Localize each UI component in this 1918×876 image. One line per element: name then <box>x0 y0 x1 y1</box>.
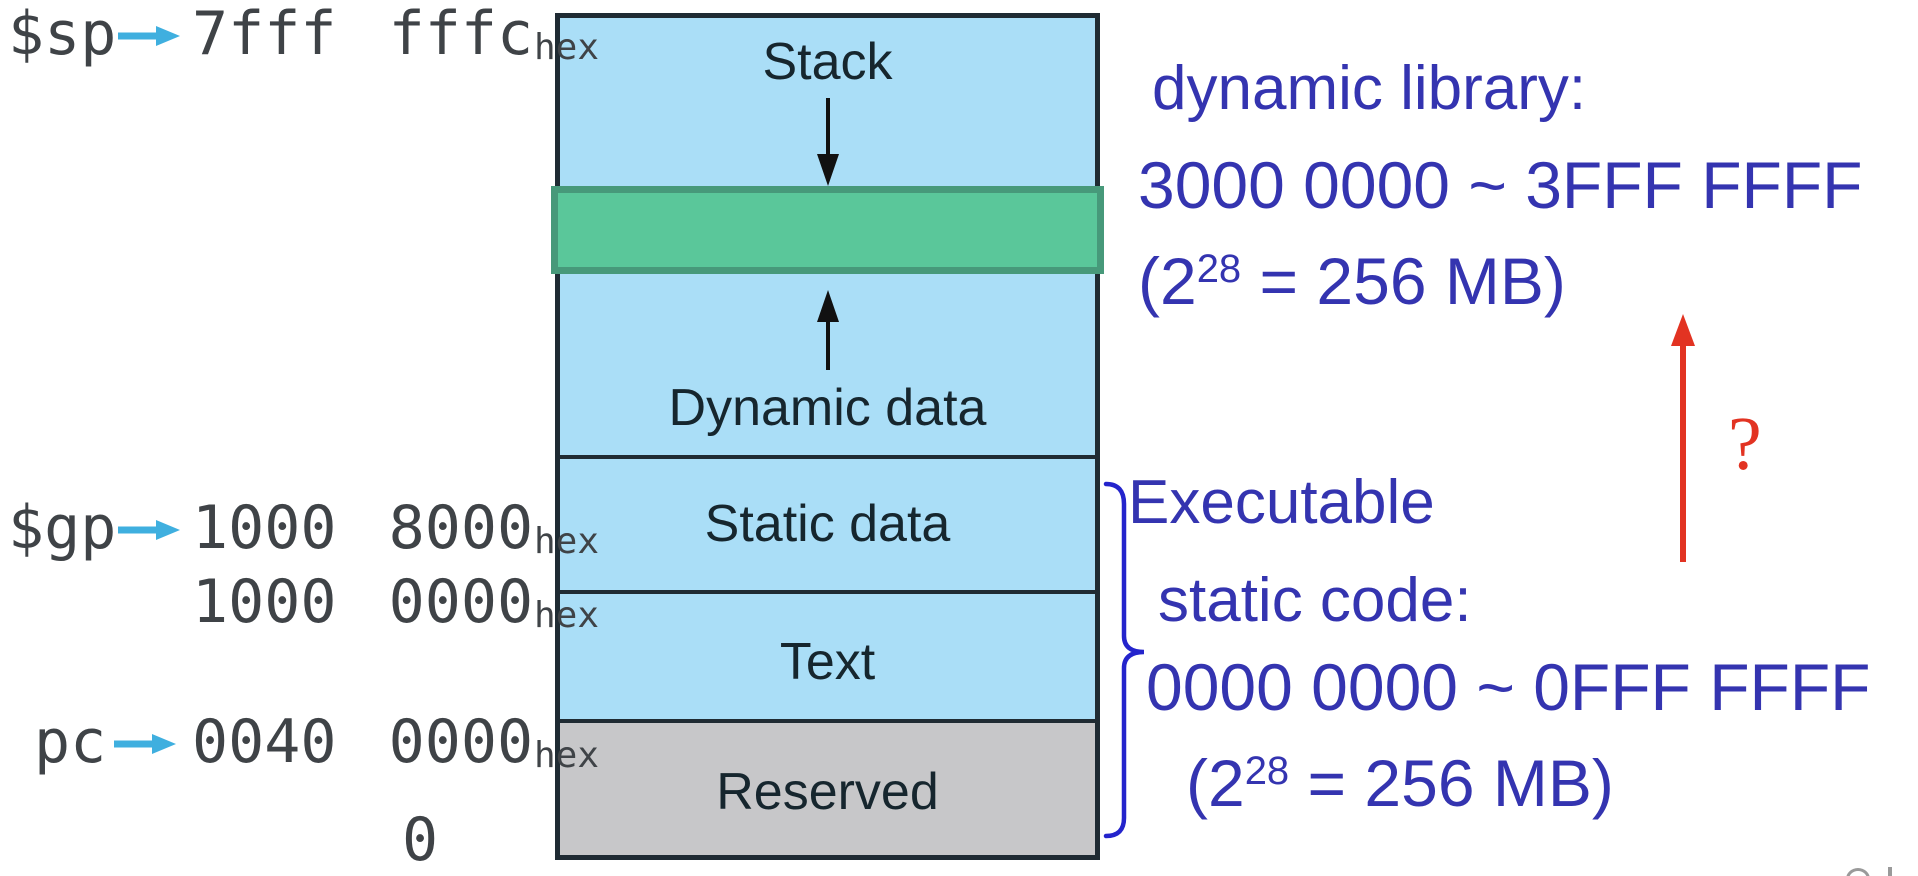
dynamic-library-size-exponent: 28 <box>1196 247 1242 291</box>
segment-label-stack: Stack <box>762 33 893 91</box>
question-mark: ? <box>1728 402 1762 486</box>
address-data-base-subscript: hex <box>534 595 600 636</box>
divider-text-reserved <box>560 719 1095 723</box>
executable-subtitle: static code: <box>1158 566 1472 635</box>
pc-pointer-arrow-icon <box>114 734 176 754</box>
register-pc-label: pc <box>34 707 107 777</box>
segment-label-text: Text <box>779 633 876 691</box>
executable-size-exponent: 28 <box>1244 749 1290 793</box>
dynamic-library-title: dynamic library: <box>1152 54 1587 123</box>
question-up-arrow-icon <box>1671 314 1695 562</box>
stack-growth-down-arrow-icon <box>817 98 839 186</box>
executable-size-suffix: = 256 MB) <box>1289 746 1614 820</box>
executable-size: (228 = 256 MB) <box>1186 748 1614 818</box>
segment-label-static-data: Static data <box>704 495 951 553</box>
dynamic-library-size-prefix: (2 <box>1138 244 1197 318</box>
cropped-footer-mark <box>1888 867 1892 876</box>
dynamic-library-size-suffix: = 256 MB) <box>1241 244 1566 318</box>
segment-label-dynamic-data: Dynamic data <box>668 379 987 437</box>
dynamic-library-range: 3000 0000 ~ 3FFF FFFF <box>1138 148 1863 222</box>
address-zero-value: 0 <box>402 805 439 875</box>
dynamic-library-size: (228 = 256 MB) <box>1138 246 1566 316</box>
executable-title: Executable <box>1128 468 1435 537</box>
address-pc-value: 0040 0000 <box>192 707 534 777</box>
reserved-segment-fill <box>560 723 1095 855</box>
address-sp-subscript: hex <box>534 27 600 68</box>
address-gp-subscript: hex <box>534 521 600 562</box>
divider-dynamic-static <box>560 455 1095 459</box>
address-gp-value: 1000 8000 <box>192 493 534 563</box>
heap-boundary-band <box>551 186 1104 274</box>
executable-group-brace <box>1103 481 1145 839</box>
sp-pointer-arrow-icon <box>118 26 180 46</box>
address-sp-value: 7fff fffc <box>192 0 534 69</box>
register-sp-label: $sp <box>8 0 117 69</box>
divider-static-text <box>560 590 1095 594</box>
segment-label-reserved: Reserved <box>716 763 939 821</box>
register-gp-label: $gp <box>8 493 117 563</box>
executable-size-prefix: (2 <box>1186 746 1245 820</box>
cropped-footer-mark <box>1846 868 1870 876</box>
executable-range: 0000 0000 ~ 0FFF FFFF <box>1146 650 1871 724</box>
address-data-base-value: 1000 0000 <box>192 567 534 637</box>
gp-pointer-arrow-icon <box>118 520 180 540</box>
heap-growth-up-arrow-icon <box>817 290 839 370</box>
address-pc-subscript: hex <box>534 735 600 776</box>
